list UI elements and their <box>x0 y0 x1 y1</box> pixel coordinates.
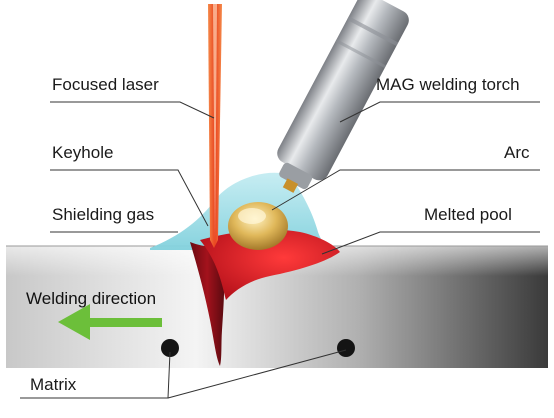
label-shielding-gas: Shielding gas <box>52 205 155 224</box>
label-keyhole: Keyhole <box>52 143 114 162</box>
mag-welding-torch <box>277 0 409 193</box>
label-focused-laser: Focused laser <box>52 75 159 94</box>
arc-shape <box>228 202 288 250</box>
label-mag-welding-torch: MAG welding torch <box>376 75 520 94</box>
leader-lines <box>20 101 540 399</box>
keyhole-shape <box>190 242 225 366</box>
label-welding-direction: Welding direction <box>26 289 157 308</box>
dot-marker-icon <box>337 339 355 357</box>
dot-marker-icon <box>161 339 179 357</box>
melted-pool-shape <box>200 229 340 300</box>
label-melted-pool: Melted pool <box>424 205 512 224</box>
label-arc: Arc <box>504 143 530 162</box>
left-arrow-icon <box>58 304 162 340</box>
label-matrix: Matrix <box>30 375 77 394</box>
